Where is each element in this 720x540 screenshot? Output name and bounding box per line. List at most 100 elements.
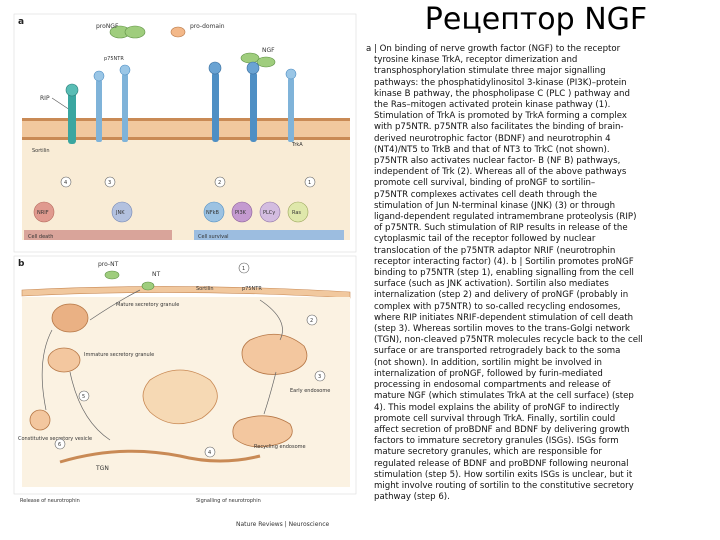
- svg-text:6: 6: [58, 442, 61, 448]
- svg-text:NRIF: NRIF: [37, 210, 49, 216]
- svg-text:4: 4: [64, 180, 67, 186]
- ngf-ligand-icon: [240, 52, 260, 64]
- pro-domain-icon: [170, 26, 186, 38]
- caption-line: cytoplasmic tail of the receptor followe…: [374, 234, 596, 245]
- label-pro-domain: pro-domain: [190, 23, 225, 30]
- caption-line: binding to p75NTR (step 1), enabling sig…: [374, 268, 634, 279]
- caption-line: internalization of proNGF, followed by f…: [374, 368, 603, 379]
- immature-granule-icon: [47, 347, 81, 373]
- recycling-endosome-icon: [232, 415, 293, 448]
- node-ras: Ras: [287, 201, 309, 223]
- membrane-a: [22, 118, 350, 140]
- svg-text:Ras: Ras: [292, 210, 301, 216]
- svg-text:NFkB: NFkB: [206, 210, 220, 216]
- caption-line: the Ras–mitogen activated protein kinase…: [374, 100, 611, 111]
- svg-text:3: 3: [318, 374, 321, 380]
- caption-line: mature NGF (which stimulates TrkA at the…: [374, 391, 634, 402]
- caption-line: p75NTR complexes activates cell death th…: [374, 189, 598, 200]
- caption-line: mature secretory granules, which are res…: [374, 447, 602, 458]
- cell-death-bar: [24, 230, 172, 240]
- slide-title: Рецептор NGF: [424, 2, 648, 37]
- label-ngf: NGF: [262, 47, 275, 54]
- caption-line: (TGN), non-cleaved p75NTR molecules recy…: [374, 335, 643, 346]
- nt-ligand-icon: [141, 281, 155, 291]
- tgn-icon: [59, 449, 261, 464]
- caption-line: kinase B pathway, the phospholipase C (P…: [374, 88, 630, 99]
- caption-line: surface or are transported retrogradely …: [374, 346, 621, 357]
- label-nt: NT: [152, 271, 160, 278]
- caption-line: p75NTR also activates nuclear factor- B …: [374, 156, 621, 167]
- caption-line: translocation of the p75NTR adaptor NRIF…: [374, 245, 616, 256]
- caption-line: pathways: the phosphatidylinositol 3-kin…: [374, 77, 627, 88]
- caption-line: tyrosine kinase TrkA, receptor dimerizat…: [374, 55, 578, 66]
- caption-line: a | On binding of nerve growth factor (N…: [366, 44, 621, 54]
- caption-line: derived neurotrophic factor (BDNF) and n…: [374, 133, 611, 144]
- caption-line: pathway (step 6).: [374, 492, 450, 503]
- svg-text:1: 1: [308, 180, 311, 186]
- receptor-trka-a1: [208, 61, 222, 142]
- label-cell-death: Cell death: [28, 234, 53, 240]
- caption-line: (not shown). In addition, sortilin might…: [374, 357, 603, 368]
- step-circles-a: 4 3 2 1: [60, 176, 316, 188]
- label-prongf: proNGF: [96, 23, 119, 30]
- label-signalling: Signalling of neurotrophin: [196, 498, 261, 504]
- caption-line: ligand-dependent regulated intramembrane…: [374, 212, 637, 223]
- ngf-ligand-icon-2: [256, 56, 276, 68]
- svg-text:3: 3: [108, 180, 111, 186]
- label-release: Release of neurotrophin: [20, 498, 80, 504]
- caption-line: internalization (step 2) and delivery of…: [374, 290, 629, 301]
- label-p75ntr-b: p75NTR: [242, 286, 262, 292]
- label-mature-granule: Mature secretory granule: [116, 302, 179, 308]
- svg-text:2: 2: [218, 180, 221, 186]
- journal-credit: Nature Reviews | Neuroscience: [236, 521, 329, 528]
- svg-text:PI3K: PI3K: [235, 210, 247, 216]
- caption-line: (step 3). Whereas sortilin moves to the …: [374, 324, 630, 335]
- panel-a-letter: a: [18, 17, 24, 27]
- receptor-p75-a3: [285, 68, 297, 142]
- svg-text:JNK: JNK: [115, 210, 125, 216]
- label-cell-survival: Cell survival: [198, 234, 229, 240]
- label-pro-nt: pro-NT: [98, 261, 119, 268]
- caption-line: regulated release of BDNF and proBDNF fo…: [374, 458, 629, 469]
- constitutive-vesicle-icon: [29, 409, 51, 431]
- svg-text:2: 2: [310, 318, 313, 324]
- caption-line: receptor interacting factor) (4). b | So…: [374, 256, 634, 267]
- caption-line: of p75NTR. Such stimulation of RIP resul…: [374, 223, 628, 234]
- pathway-arrows-b: [41, 289, 283, 441]
- label-p75ntr-a: p75NTR: [104, 56, 124, 62]
- panel-b-letter: b: [18, 259, 25, 269]
- membrane-a-top: [22, 118, 350, 121]
- mature-granule-icon: [51, 303, 89, 333]
- label-sortilin-a: Sortilin: [32, 148, 50, 154]
- svg-text:5: 5: [82, 394, 85, 400]
- label-immature-granule: Immature secretory granule: [84, 352, 154, 358]
- figure-ngf-receptor: a b proNGF pro-domain NGF RIP: [13, 13, 357, 528]
- caption-line: affect secretion of proBDNF and BDNF by …: [374, 424, 630, 435]
- node-nrif: NRIF: [33, 201, 55, 223]
- caption-line: surface (such as JNK activation). Sortil…: [374, 279, 609, 290]
- caption-line: promote cell survival, binding of proNGF…: [374, 178, 596, 189]
- caption-line: 4). This model explains the ability of p…: [374, 402, 620, 413]
- receptor-trka-a2: [246, 61, 260, 142]
- caption-line: where RIP initiates NRIF-dependent stimu…: [374, 312, 634, 323]
- membrane-a-bottom: [22, 137, 350, 140]
- node-nfkb: NFkB: [203, 201, 225, 223]
- caption-line: independent of Trk (2). Whereas all of t…: [374, 167, 627, 178]
- caption-line: transphosphorylation stimulate three maj…: [374, 66, 606, 77]
- compartment-icon: [142, 369, 218, 425]
- receptor-p75-a1: [93, 70, 105, 142]
- early-endosome-icon: [241, 333, 308, 375]
- caption-line: processing in endosomal compartments and…: [374, 380, 611, 391]
- label-trka: TrkA: [291, 142, 303, 148]
- cell-survival-bar: [194, 230, 344, 240]
- caption-line: might involve routing of sortilin to the…: [374, 480, 634, 491]
- svg-text:4: 4: [208, 450, 211, 456]
- caption-line: Stimulation of TrkA is promoted by TrkA …: [374, 111, 627, 122]
- node-jnk: JNK: [111, 201, 133, 223]
- node-plcg: PLCγ: [259, 201, 281, 223]
- caption-line: factors to immature secretory granules (…: [374, 436, 619, 447]
- svg-text:PLCγ: PLCγ: [263, 210, 275, 216]
- figure-svg: a b proNGF pro-domain NGF RIP: [13, 13, 357, 528]
- receptor-sortilin-a: [65, 83, 79, 144]
